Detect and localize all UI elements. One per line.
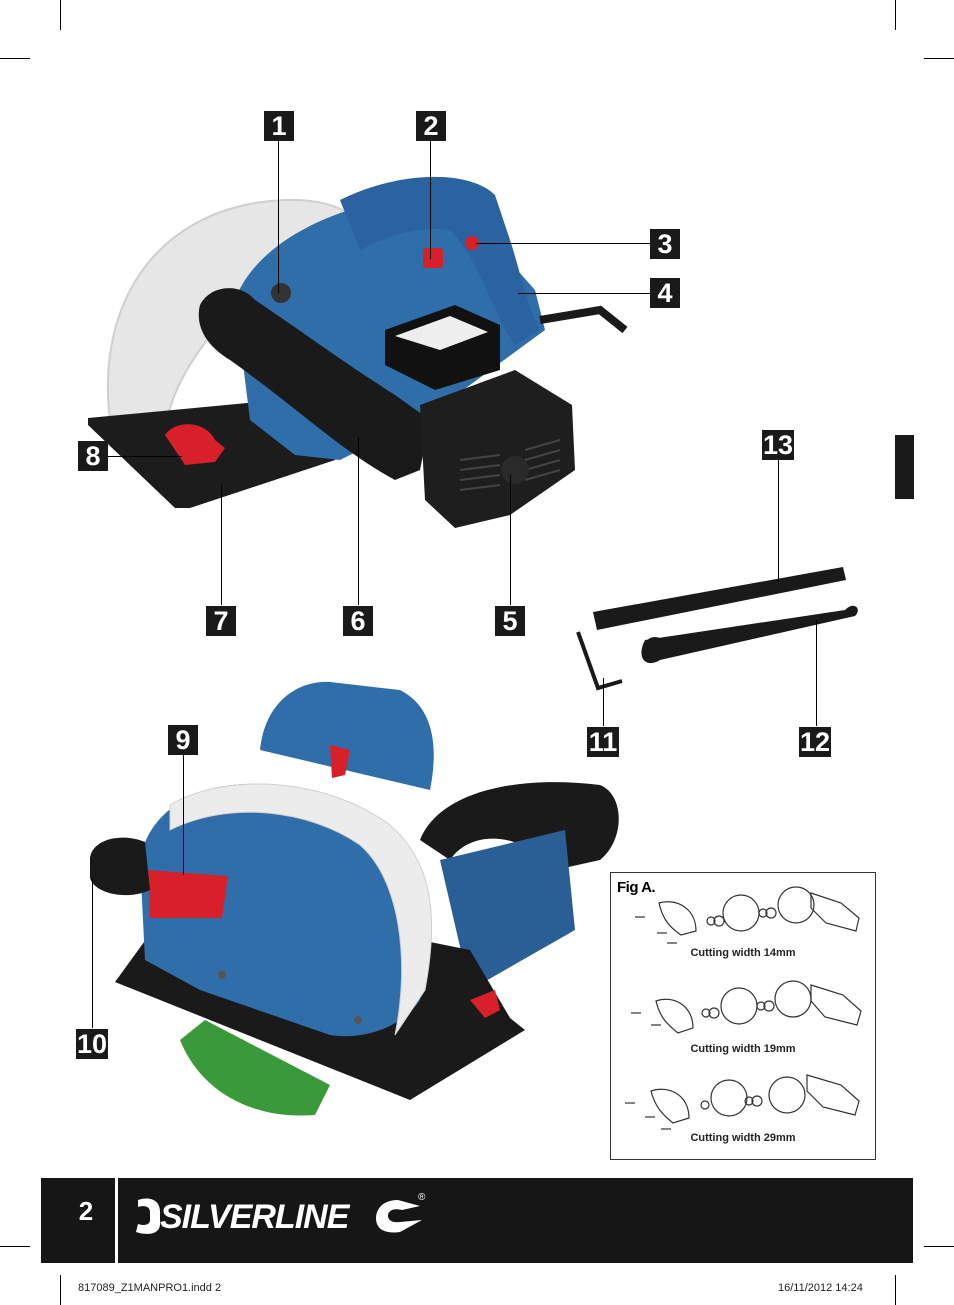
leader-line xyxy=(92,878,93,1028)
leader-line xyxy=(108,456,182,457)
blade-icon xyxy=(774,980,812,1018)
leader-line xyxy=(358,437,359,605)
guard-top xyxy=(169,783,433,1036)
crop-mark xyxy=(0,1246,30,1247)
leader-line xyxy=(278,141,279,293)
logo-mark: SILVERLINE ® xyxy=(136,1192,426,1236)
crop-mark xyxy=(924,1246,954,1247)
hex-key xyxy=(576,631,623,691)
caption-14mm: Cutting width 14mm xyxy=(690,947,796,959)
screw xyxy=(218,971,226,979)
crop-mark xyxy=(895,1275,896,1305)
imprint-file: 817089_Z1MANPRO1.indd 2 xyxy=(78,1282,222,1294)
callout-5: 5 xyxy=(495,606,525,636)
blade-cover xyxy=(140,783,430,1037)
imprint-datetime: 16/11/2012 14:24 xyxy=(778,1282,863,1294)
callout-9: 9 xyxy=(168,725,198,755)
leader-line xyxy=(518,293,650,294)
crop-mark xyxy=(895,0,896,30)
leader-line xyxy=(510,475,511,605)
flange-icon xyxy=(655,998,694,1034)
crop-mark xyxy=(60,0,61,30)
pin-spanner xyxy=(641,605,858,664)
depth-lock-knob xyxy=(165,424,225,465)
pin-spanner-head xyxy=(644,637,666,659)
page-number: 2 xyxy=(78,1196,94,1226)
callout-3: 3 xyxy=(650,229,680,259)
footer-bar xyxy=(41,1178,913,1263)
callout-8: 8 xyxy=(78,441,108,471)
front-handle-loop xyxy=(420,782,619,870)
blade-icon xyxy=(720,987,758,1025)
section-tab xyxy=(895,435,914,499)
spindle-lock xyxy=(271,283,291,303)
leader-line xyxy=(476,243,650,244)
leader-line xyxy=(603,678,604,726)
power-cable xyxy=(539,305,628,334)
leader-line xyxy=(221,485,222,605)
trigger-switch-rear xyxy=(330,745,350,778)
crop-mark xyxy=(0,58,30,59)
callout-2: 2 xyxy=(416,111,446,141)
housing-icon xyxy=(810,984,862,1026)
assembly-diagram xyxy=(625,886,862,1130)
flange-icon xyxy=(658,901,697,936)
blade-icon xyxy=(710,1079,748,1117)
flat-spanner xyxy=(593,567,846,630)
footer-divider xyxy=(115,1178,118,1263)
caption-19mm: Cutting width 19mm xyxy=(690,1043,796,1055)
callout-7: 7 xyxy=(206,606,236,636)
callout-6: 6 xyxy=(343,606,373,636)
leader-line xyxy=(816,620,817,726)
blade-icon xyxy=(777,886,815,924)
silverline-logo: SILVERLINE ® xyxy=(130,1190,430,1245)
crop-mark xyxy=(924,58,954,59)
figure-a: Fig A. Cutti xyxy=(610,872,876,1160)
callout-11: 11 xyxy=(587,727,619,757)
leader-line xyxy=(430,141,431,259)
trigger-switch xyxy=(423,248,443,268)
motor-side xyxy=(440,830,575,990)
blade-icon xyxy=(722,894,760,932)
vents xyxy=(459,439,561,491)
callout-4: 4 xyxy=(650,278,680,308)
flange-icon xyxy=(650,1088,690,1124)
callout-10: 10 xyxy=(76,1029,108,1059)
brand-wordmark: SILVERLINE xyxy=(160,1198,351,1236)
dust-outlet xyxy=(90,837,150,896)
crop-mark xyxy=(60,1275,61,1305)
brush-cap xyxy=(501,456,529,484)
front-handle xyxy=(198,288,430,480)
figure-title: Fig A. xyxy=(617,879,656,896)
leader-line xyxy=(778,460,779,582)
blade-icon xyxy=(768,1076,806,1114)
registered-mark: ® xyxy=(418,1192,426,1203)
depth-knob-lower xyxy=(470,990,500,1018)
brand-label xyxy=(148,870,228,918)
housing-icon xyxy=(810,892,860,932)
rear-handle xyxy=(340,176,540,345)
housing-icon xyxy=(806,1074,860,1116)
callout-13: 13 xyxy=(762,430,794,460)
rating-label-text-area xyxy=(395,316,488,350)
wall-chaser-illustration xyxy=(88,176,858,1116)
callout-12: 12 xyxy=(799,727,831,757)
motor-end-cap xyxy=(420,370,575,528)
lock-off-button xyxy=(465,236,479,250)
screw xyxy=(354,1016,362,1024)
leader-line xyxy=(183,755,184,875)
callout-1: 1 xyxy=(264,111,294,141)
diamond-blade xyxy=(180,1020,330,1116)
caption-29mm: Cutting width 29mm xyxy=(690,1132,796,1144)
top-handle-housing xyxy=(260,681,434,790)
